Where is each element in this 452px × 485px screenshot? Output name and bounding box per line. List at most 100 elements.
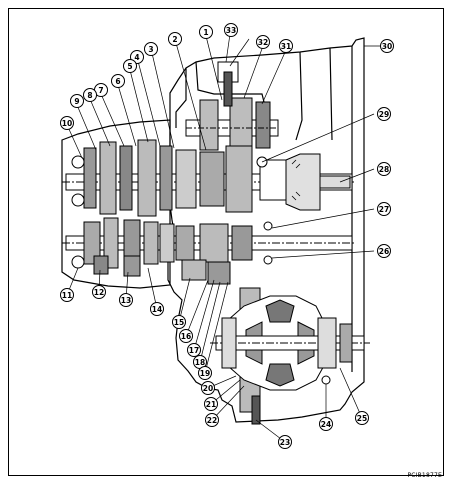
callout-number: 28	[379, 165, 389, 174]
callout-number: 3	[148, 45, 153, 54]
callout-circle	[123, 59, 137, 73]
callout-14: 14	[150, 302, 164, 316]
callout-circle	[60, 288, 74, 302]
housing-outline	[167, 37, 365, 423]
callout-25: 25	[355, 411, 369, 425]
callout-number: 29	[379, 110, 389, 119]
mainshaft-assembly	[62, 217, 356, 285]
callout-number: 17	[189, 346, 199, 355]
callout-number: 2	[172, 35, 177, 44]
left-cover-outline	[61, 119, 171, 289]
callout-circle	[198, 366, 212, 380]
callout-circle	[179, 329, 193, 343]
callout-number: 5	[127, 62, 132, 71]
callout-number: 9	[74, 97, 79, 106]
callout-29: 29	[377, 107, 391, 121]
callout-13: 13	[119, 293, 133, 307]
bellhousing-web	[295, 46, 353, 372]
callout-32: 32	[256, 35, 270, 49]
callout-number: 10	[62, 119, 72, 128]
diff-pinion-lower	[265, 363, 295, 387]
input-shaft-assembly	[62, 139, 356, 217]
lower-bolt	[251, 395, 261, 425]
callout-28: 28	[377, 162, 391, 176]
diff-bearing-left	[221, 317, 237, 369]
leader-lines	[66, 33, 384, 443]
callout-circle	[377, 162, 391, 176]
callout-number: 11	[62, 291, 72, 300]
callout-number: 33	[226, 26, 236, 35]
callout-number: 18	[195, 358, 205, 367]
callout-number: 26	[379, 247, 389, 256]
upper-bolt	[223, 71, 233, 107]
callout-number: 31	[281, 42, 291, 51]
callout-circle	[201, 381, 215, 395]
diff-bearing-right	[317, 317, 337, 369]
figure-code: PCIB1877E	[407, 472, 442, 479]
callout-circle	[172, 315, 186, 329]
upper-gear-c	[255, 101, 271, 149]
differential-assembly	[210, 287, 370, 425]
upper-rib	[195, 61, 267, 111]
callout-number: 7	[98, 86, 103, 95]
callout-circle	[377, 107, 391, 121]
callout-circle	[319, 417, 333, 431]
upper-gear-a	[199, 99, 219, 151]
callout-number: 8	[87, 91, 92, 100]
callout-circle	[187, 343, 201, 357]
callout-6: 6	[111, 74, 125, 88]
callout-number: 19	[200, 369, 210, 378]
callout-circle	[377, 244, 391, 258]
callout-21: 21	[204, 397, 218, 411]
upper-gear-b	[229, 97, 253, 153]
callout-number: 1	[203, 28, 208, 37]
callout-20: 20	[201, 381, 215, 395]
callout-circle	[83, 88, 97, 102]
callout-circle	[377, 202, 391, 216]
callout-24: 24	[319, 417, 333, 431]
callout-number: 27	[379, 205, 389, 214]
diff-pinion-upper	[265, 299, 295, 323]
callout-circle	[279, 39, 293, 53]
callout-circle	[224, 23, 238, 37]
callout-16: 16	[179, 329, 193, 343]
callout-33: 33	[224, 23, 238, 37]
callout-number: 22	[207, 416, 217, 425]
callout-circle	[355, 411, 369, 425]
callout-circle	[278, 435, 292, 449]
callout-circle	[205, 413, 219, 427]
callout-circle	[204, 397, 218, 411]
housing	[61, 37, 365, 423]
callout-circle	[92, 285, 106, 299]
callout-27: 27	[377, 202, 391, 216]
callout-number: 23	[280, 438, 290, 447]
upper-housing-lug	[175, 68, 187, 128]
callout-circle	[199, 25, 213, 39]
callout-number: 21	[206, 400, 216, 409]
callout-1: 1	[199, 25, 213, 39]
callout-circle	[380, 39, 394, 53]
callout-number: 15	[174, 318, 184, 327]
callout-number: 12	[94, 288, 104, 297]
upper-gear-cluster	[185, 61, 279, 153]
callout-circle	[168, 32, 182, 46]
callout-26: 26	[377, 244, 391, 258]
callout-19: 19	[198, 366, 212, 380]
callout-number: 16	[181, 332, 191, 341]
callout-circle	[60, 116, 74, 130]
callout-number: 30	[382, 42, 392, 51]
callout-9: 9	[70, 94, 84, 108]
callout-number: 14	[152, 305, 162, 314]
callout-number: 25	[357, 414, 367, 423]
callout-17: 17	[187, 343, 201, 357]
diff-seal-right	[339, 323, 353, 363]
callout-circle	[119, 293, 133, 307]
callout-number: 4	[134, 53, 139, 62]
callout-number: 24	[321, 420, 331, 429]
callout-circle	[150, 302, 164, 316]
callout-number: 13	[121, 296, 131, 305]
callout-number: 6	[115, 77, 120, 86]
callout-15: 15	[172, 315, 186, 329]
